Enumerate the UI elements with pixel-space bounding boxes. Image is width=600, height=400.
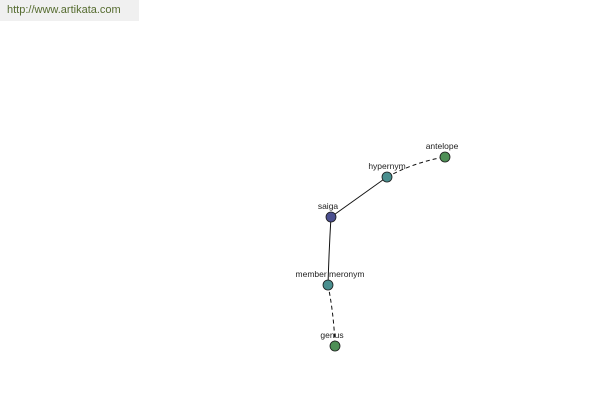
node-antelope[interactable]: antelope: [426, 141, 459, 163]
edge-saiga-hypernym: [330, 176, 388, 218]
node-hypernym-label: hypernym: [368, 161, 405, 171]
node-saiga[interactable]: saiga: [318, 201, 339, 223]
node-antelope-label: antelope: [426, 141, 459, 151]
node-genus-label: genus: [320, 330, 343, 340]
node-saiga-label: saiga: [318, 201, 339, 211]
edges-layer: [327, 156, 446, 347]
node-hypernym[interactable]: hypernym: [368, 161, 406, 183]
edge-saiga-member-meronym: [327, 216, 332, 286]
node-antelope-circle[interactable]: [439, 151, 451, 163]
node-genus[interactable]: genus: [320, 330, 344, 352]
nodes-layer: saiga hypernym antelope member meronym g…: [296, 141, 459, 352]
node-member-meronym[interactable]: member meronym: [296, 269, 365, 291]
node-member-meronym-label: member meronym: [296, 269, 365, 279]
node-member-meronym-circle[interactable]: [322, 279, 334, 291]
site-url-label[interactable]: http://www.artikata.com: [0, 0, 139, 21]
node-saiga-circle[interactable]: [325, 211, 337, 223]
node-hypernym-circle[interactable]: [381, 171, 393, 183]
node-genus-circle[interactable]: [329, 340, 341, 352]
